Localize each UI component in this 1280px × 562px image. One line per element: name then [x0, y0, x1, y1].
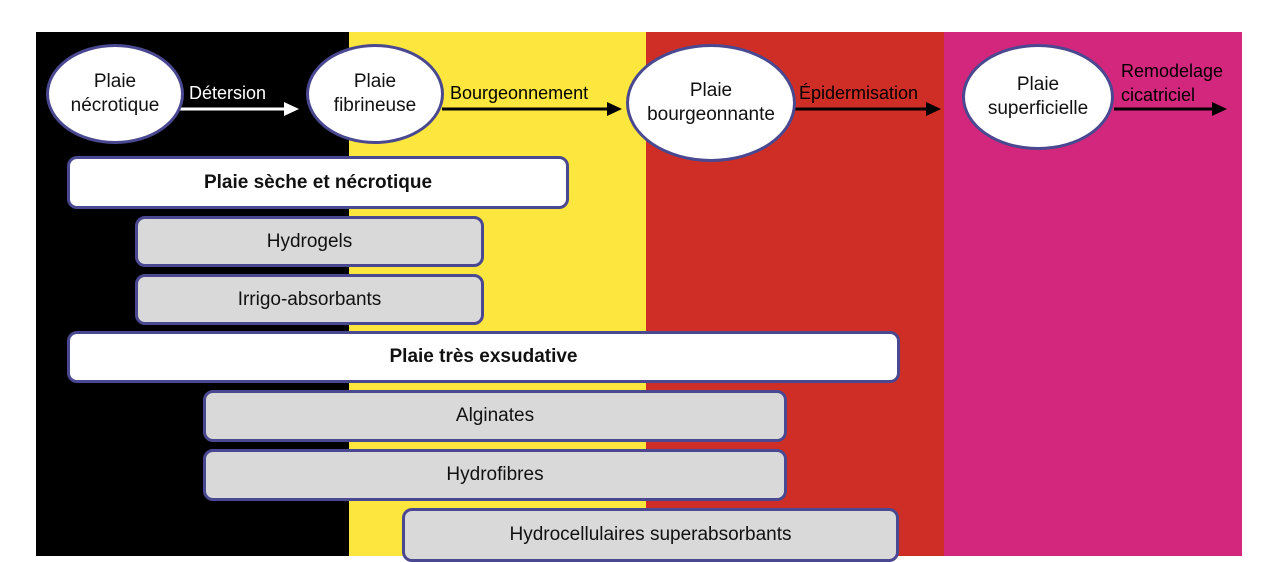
stage-necrotic: Plaie nécrotique: [46, 44, 184, 144]
arrow-bourgeonnement: [442, 102, 622, 116]
arrow-detersion: [180, 102, 299, 116]
transition-label-bourgeonnement: Bourgeonnement: [450, 83, 589, 103]
transition-label-remodelage-line2: cicatriciel: [1121, 85, 1196, 105]
dressing-hydrogels: Hydrogels: [135, 216, 484, 267]
stage-fibrinous: Plaie fibrineuse: [306, 44, 444, 144]
condition-very-exudative: Plaie très exsudative: [67, 331, 900, 383]
stage-superficial-line2: superficielle: [987, 98, 1089, 119]
stage-fibrinous-line1: Plaie: [353, 71, 397, 92]
stage-superficial: Plaie superficielle: [962, 44, 1114, 150]
transition-label-remodelage: Remodelage cicatriciel: [1121, 59, 1223, 107]
stage-fibrinous-line2: fibrineuse: [333, 95, 417, 116]
transition-label-epidermisation: Épidermisation: [799, 83, 919, 103]
transition-label-detersion: Détersion: [189, 83, 267, 103]
stage-superficial-line1: Plaie: [1016, 74, 1060, 95]
stage-necrotic-line1: Plaie: [93, 71, 137, 92]
transition-label-remodelage-line1: Remodelage: [1121, 61, 1224, 81]
dressing-hydrocellulaires-superabsorbants: Hydrocellulaires superabsorbants: [402, 508, 899, 562]
condition-dry-necrotic: Plaie sèche et nécrotique: [67, 156, 569, 209]
stage-granulating-line2: bourgeonnante: [647, 104, 775, 125]
stage-necrotic-line2: nécrotique: [70, 95, 160, 116]
dressing-alginates: Alginates: [203, 390, 787, 442]
stage-granulating-line1: Plaie: [689, 80, 733, 101]
arrow-remodelage: [1114, 102, 1227, 116]
arrow-epidermisation: [795, 102, 941, 116]
dressing-irrigo-absorbants: Irrigo-absorbants: [135, 274, 484, 325]
stage-granulating: Plaie bourgeonnante: [626, 44, 796, 162]
dressing-hydrofibres: Hydrofibres: [203, 449, 787, 501]
